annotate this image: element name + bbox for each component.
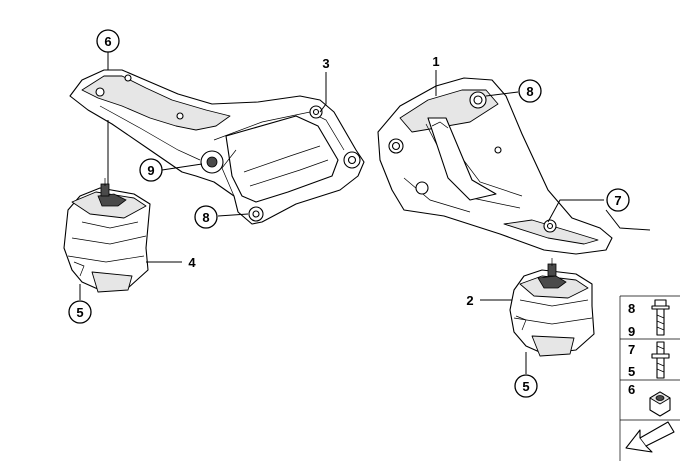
callout-4: 4 [188, 255, 196, 270]
callout-4-label: 4 [188, 255, 196, 270]
direction-arrow-icon [625, 421, 675, 453]
legend-num-9: 9 [628, 324, 635, 339]
callout-7-label: 7 [614, 193, 621, 208]
callout-5-right: 5 [514, 374, 538, 398]
legend-num-5: 5 [628, 364, 635, 379]
flange-bolt-icon [651, 299, 670, 336]
callout-9-label: 9 [147, 163, 154, 178]
callout-6-top: 6 [96, 29, 120, 53]
callout-5-left-label: 5 [76, 305, 83, 320]
callout-5-right-label: 5 [522, 379, 529, 394]
legend-num-7: 7 [628, 342, 635, 357]
stud-bolt-icon [651, 341, 670, 379]
callout-7: 7 [606, 188, 630, 212]
engine-support-bracket-right [377, 77, 613, 255]
engine-mount-right [509, 258, 595, 357]
callout-5-left: 5 [68, 300, 92, 324]
engine-mount-left [63, 178, 151, 293]
callout-1: 1 [432, 54, 439, 69]
legend-num-6: 6 [628, 382, 635, 397]
callout-6-top-label: 6 [104, 34, 111, 49]
callout-8-left: 8 [194, 205, 218, 229]
callout-3: 3 [322, 56, 329, 71]
callout-1-label: 1 [432, 54, 439, 69]
callout-2-label: 2 [466, 293, 473, 308]
legend-num-8: 8 [628, 301, 635, 316]
callout-8-right: 8 [518, 79, 542, 103]
callout-2: 2 [466, 293, 473, 308]
hex-nut-icon [649, 391, 671, 417]
callout-3-label: 3 [322, 56, 329, 71]
hardware-legend: 8 9 7 5 6 [619, 295, 680, 461]
callout-9: 9 [139, 158, 163, 182]
callout-8-right-label: 8 [526, 84, 533, 99]
callout-8-left-label: 8 [202, 210, 209, 225]
engine-support-bracket-left [69, 69, 365, 225]
leader-lines [79, 52, 651, 374]
